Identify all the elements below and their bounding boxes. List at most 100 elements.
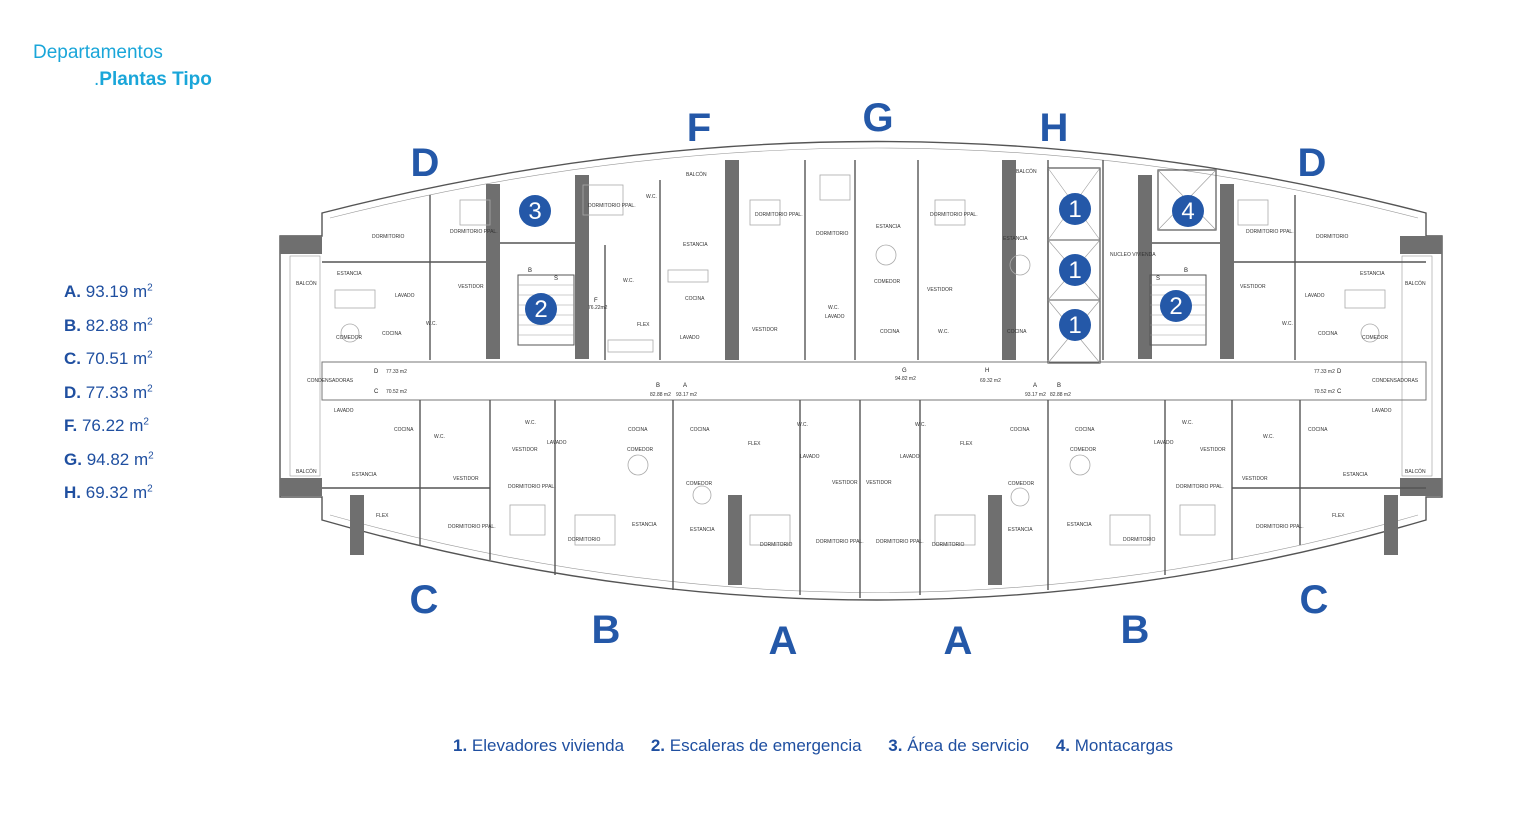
unit-letter-b-left: B bbox=[592, 608, 621, 652]
plan-tag: B bbox=[1057, 383, 1061, 389]
room-label: COCINA bbox=[1010, 427, 1030, 433]
marker-number: 1 bbox=[1068, 312, 1081, 339]
unit-letter-b-right: B bbox=[1121, 608, 1150, 652]
area-unit: D. bbox=[64, 382, 81, 402]
column bbox=[725, 160, 739, 360]
plan-tag-area: 82.88 m2 bbox=[650, 392, 671, 398]
area-value: 69.32 m bbox=[85, 483, 148, 502]
room-label: DORMITORIO PPAL. bbox=[930, 212, 978, 218]
plan-tag-area: 70.52 m2 bbox=[386, 389, 407, 395]
room-label: W.C. bbox=[1282, 321, 1293, 327]
legend-label: Escaleras de emergencia bbox=[669, 736, 862, 755]
room-label: COCINA bbox=[880, 329, 900, 335]
room-label: COCINA bbox=[1308, 427, 1328, 433]
room-label: COMEDOR bbox=[1008, 481, 1035, 487]
area-item-c: C. 70.51 m2 bbox=[64, 349, 154, 383]
stair-label-s: S bbox=[554, 276, 558, 282]
room-label: VESTIDOR bbox=[512, 447, 538, 453]
legend-label: Elevadores vivienda bbox=[471, 736, 625, 755]
room-label: LAVADO bbox=[395, 293, 415, 299]
room-label: DORMITORIO bbox=[1316, 234, 1349, 240]
room-label: ESTANCIA bbox=[1003, 236, 1028, 242]
column bbox=[1138, 175, 1152, 359]
room-label: DORMITORIO PPAL. bbox=[448, 524, 496, 530]
legend-item-service: 3. Área de servicio bbox=[888, 736, 1029, 756]
room-label: W.C. bbox=[623, 278, 634, 284]
marker-number: 2 bbox=[534, 296, 547, 323]
room-label: LAVADO bbox=[900, 454, 920, 460]
room-label: CONDENSADORAS bbox=[307, 378, 354, 384]
area-unit: A. bbox=[64, 282, 81, 301]
column bbox=[1220, 184, 1234, 359]
room-label: ESTANCIA bbox=[1067, 522, 1092, 528]
building-inner-outline bbox=[329, 147, 1419, 593]
area-item-f: F. 76.22 m2 bbox=[64, 416, 154, 450]
room-label: LAVADO bbox=[825, 314, 845, 320]
room-label: NUCLEO VIVIENDA bbox=[1110, 252, 1156, 258]
room-label: VESTIDOR bbox=[453, 476, 479, 482]
legend-label: Área de servicio bbox=[907, 736, 1030, 755]
unit-letter-a-left: A bbox=[769, 619, 798, 663]
room-label: W.C. bbox=[525, 420, 536, 426]
plan-tag-area: 93.17 m2 bbox=[1025, 392, 1046, 398]
column bbox=[486, 184, 500, 359]
area-item-a: A. 93.19 m2 bbox=[64, 282, 154, 316]
room-label: VESTIDOR bbox=[866, 480, 892, 486]
plan-tag: C bbox=[1337, 389, 1342, 395]
area-unit: C. bbox=[64, 349, 81, 368]
room-label: W.C. bbox=[434, 434, 445, 440]
building-outline bbox=[279, 140, 1443, 601]
column bbox=[1002, 160, 1016, 360]
room-label: LAVADO bbox=[1154, 440, 1174, 446]
room-labels: DORMITORIO DORMITORIO DORMITORIO DORMITO… bbox=[296, 168, 1426, 548]
room-label: LAVADO bbox=[1305, 293, 1325, 299]
room-label: DORMITORIO bbox=[932, 542, 965, 548]
area-value: 76.22 m bbox=[81, 416, 144, 435]
marker-elevator-3: 1 bbox=[1059, 309, 1091, 341]
room-label: COCINA bbox=[628, 427, 648, 433]
legend-item-freight: 4. Montacargas bbox=[1056, 736, 1173, 756]
room-label: DORMITORIO bbox=[816, 231, 849, 237]
marker-stairs-right: 2 bbox=[1160, 290, 1192, 322]
room-label: COMEDOR bbox=[336, 335, 363, 341]
area-sup: 2 bbox=[147, 382, 153, 394]
marker-freight: 4 bbox=[1172, 195, 1204, 227]
room-label: COMEDOR bbox=[1362, 335, 1389, 341]
room-label: COCINA bbox=[1075, 427, 1095, 433]
room-label: COMEDOR bbox=[1070, 447, 1097, 453]
column bbox=[350, 495, 364, 555]
elevator-core bbox=[1047, 167, 1217, 364]
area-sup: 2 bbox=[147, 483, 153, 495]
marker-service: 3 bbox=[519, 195, 551, 227]
room-label: LAVADO bbox=[800, 454, 820, 460]
plan-tag-area: 82.88 m2 bbox=[1050, 392, 1071, 398]
room-label: LAVADO bbox=[680, 335, 700, 341]
legend-label: Montacargas bbox=[1074, 736, 1174, 755]
room-label: COCINA bbox=[1318, 331, 1338, 337]
room-label: COMEDOR bbox=[627, 447, 654, 453]
column bbox=[728, 495, 742, 585]
balcony-strip-left bbox=[289, 255, 321, 477]
room-label: DORMITORIO bbox=[372, 234, 405, 240]
room-label: W.C. bbox=[1263, 434, 1274, 440]
area-value: 82.88 m bbox=[85, 315, 148, 335]
room-label: DORMITORIO PPAL. bbox=[876, 539, 924, 545]
room-label: W.C. bbox=[646, 194, 657, 200]
area-unit: G. bbox=[64, 449, 82, 469]
area-sup: 2 bbox=[147, 315, 153, 327]
plan-tag-area: 77.33 m2 bbox=[386, 369, 407, 375]
area-unit: B. bbox=[64, 315, 81, 335]
room-label: CONDENSADORAS bbox=[1372, 378, 1419, 384]
plan-tag-area: 94.82 m2 bbox=[895, 376, 916, 382]
room-label: ESTANCIA bbox=[337, 271, 362, 277]
core-block bbox=[280, 236, 322, 254]
area-sup: 2 bbox=[147, 282, 153, 294]
page-title: Departamentos bbox=[33, 42, 163, 63]
room-label: ESTANCIA bbox=[1360, 271, 1385, 277]
stair-label-b: B bbox=[528, 268, 532, 274]
area-list: A. 93.19 m2 B. 82.88 m2 C. 70.51 m2 D. 7… bbox=[64, 282, 154, 517]
room-label: FLEX bbox=[960, 441, 973, 447]
room-label: COCINA bbox=[690, 427, 710, 433]
room-label: FLEX bbox=[376, 513, 389, 519]
